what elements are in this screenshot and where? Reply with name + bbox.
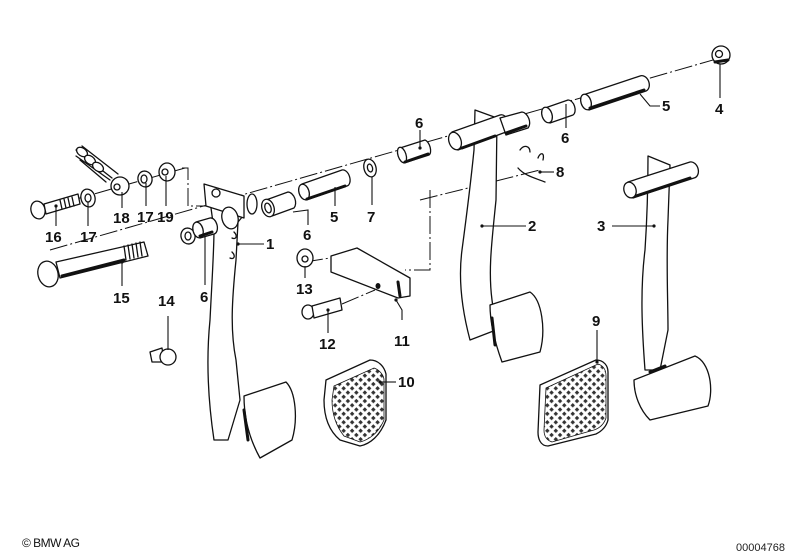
callout-6-upper[interactable]: 6 bbox=[415, 115, 423, 132]
part-9-pedal-pad-large[interactable] bbox=[537, 359, 609, 447]
part-6-bush-middle[interactable] bbox=[260, 191, 297, 218]
callout-18[interactable]: 18 bbox=[113, 210, 130, 227]
part-12-bolt-short[interactable] bbox=[301, 289, 376, 320]
callout-9[interactable]: 9 bbox=[592, 313, 600, 330]
part-13-nut-small[interactable] bbox=[296, 248, 314, 268]
part-3-accelerator-pedal[interactable] bbox=[622, 155, 712, 421]
part-18-spring-bushing[interactable] bbox=[75, 145, 130, 196]
callout-16[interactable]: 16 bbox=[45, 229, 62, 246]
part-14-stop-buffer[interactable] bbox=[149, 347, 177, 366]
callout-10[interactable]: 10 bbox=[398, 374, 415, 391]
callout-15[interactable]: 15 bbox=[113, 290, 130, 307]
callout-7[interactable]: 7 bbox=[367, 209, 375, 226]
callout-17-right[interactable]: 17 bbox=[137, 209, 154, 226]
callout-6-left[interactable]: 6 bbox=[200, 289, 208, 306]
callout-6-right[interactable]: 6 bbox=[561, 130, 569, 147]
part-8-clip[interactable] bbox=[517, 145, 546, 183]
copyright-label: © BMW AG bbox=[22, 536, 80, 550]
diagram-number: 00004768 bbox=[736, 542, 785, 554]
part-2-brake-pedal[interactable] bbox=[446, 109, 544, 363]
part-17-washer-right[interactable] bbox=[136, 169, 154, 188]
callout-19[interactable]: 19 bbox=[157, 209, 174, 226]
part-7-washer[interactable] bbox=[362, 158, 378, 178]
callout-11[interactable]: 11 bbox=[394, 333, 410, 350]
callout-5-left[interactable]: 5 bbox=[330, 209, 338, 226]
callout-14[interactable]: 14 bbox=[158, 293, 175, 310]
callout-2[interactable]: 2 bbox=[528, 218, 536, 235]
part-1-clutch-pedal[interactable] bbox=[203, 183, 297, 459]
part-16-bolt[interactable] bbox=[29, 193, 81, 221]
part-4-nut[interactable] bbox=[711, 45, 731, 65]
callouts: 4 5 6 6 8 2 3 7 5 6 1 6 13 11 12 14 15 1… bbox=[45, 98, 724, 391]
leader-lines bbox=[54, 64, 721, 384]
callout-6-middle[interactable]: 6 bbox=[303, 227, 311, 244]
callout-1[interactable]: 1 bbox=[266, 236, 274, 253]
callout-12[interactable]: 12 bbox=[319, 336, 336, 353]
part-11-link-plate[interactable] bbox=[330, 247, 411, 299]
callout-3[interactable]: 3 bbox=[597, 218, 605, 235]
part-6-bush-right[interactable] bbox=[540, 99, 576, 124]
callout-13[interactable]: 13 bbox=[296, 281, 313, 298]
part-6-bush-left[interactable] bbox=[179, 217, 219, 246]
callout-8[interactable]: 8 bbox=[556, 164, 564, 181]
part-5-tube-left[interactable] bbox=[297, 169, 351, 201]
callout-5-right[interactable]: 5 bbox=[662, 98, 670, 115]
part-19-self-locking-nut[interactable] bbox=[158, 162, 176, 182]
callout-17-left[interactable]: 17 bbox=[80, 229, 97, 246]
part-10-pedal-pad-small[interactable] bbox=[323, 359, 387, 447]
part-15-long-bolt[interactable] bbox=[35, 241, 149, 289]
callout-4[interactable]: 4 bbox=[715, 101, 724, 118]
part-5-tube-right[interactable] bbox=[579, 74, 650, 112]
part-6-bush-upper[interactable] bbox=[396, 139, 432, 164]
